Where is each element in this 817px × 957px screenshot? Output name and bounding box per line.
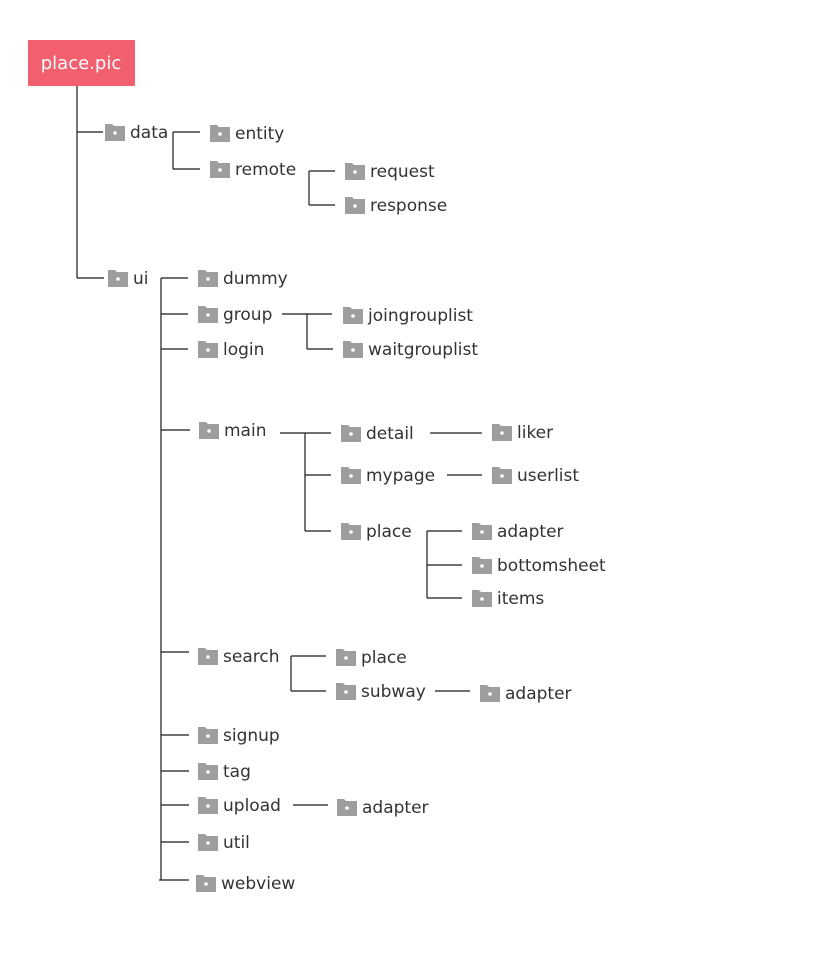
- folder-node-response: response: [345, 196, 447, 216]
- folder-icon: [343, 307, 363, 324]
- folder-node-waitgrouplist: waitgrouplist: [343, 340, 478, 360]
- folder-label: place: [361, 648, 407, 668]
- folder-label: mypage: [366, 466, 435, 486]
- folder-node-request: request: [345, 162, 435, 182]
- folder-icon: [341, 425, 361, 442]
- folder-icon: [210, 125, 230, 142]
- folder-label: adapter: [362, 798, 429, 818]
- tree-connector-lines: [76, 86, 482, 881]
- folder-label: adapter: [497, 522, 564, 542]
- folder-node-place-search: place: [336, 648, 407, 668]
- folder-icon: [199, 422, 219, 439]
- folder-icon: [345, 197, 365, 214]
- folder-icon: [210, 161, 230, 178]
- folder-node-subway: subway: [336, 682, 426, 702]
- folder-label: webview: [221, 874, 295, 894]
- folder-node-joingrouplist: joingrouplist: [343, 306, 473, 326]
- folder-node-mypage: mypage: [341, 466, 435, 486]
- folder-icon: [345, 163, 365, 180]
- folder-icon: [198, 341, 218, 358]
- folder-icon: [198, 727, 218, 744]
- folder-icon: [341, 467, 361, 484]
- folder-node-entity: entity: [210, 124, 284, 144]
- folder-node-place-main: place: [341, 522, 412, 542]
- folder-node-liker: liker: [492, 423, 553, 443]
- folder-node-detail: detail: [341, 424, 414, 444]
- folder-icon: [472, 590, 492, 607]
- folder-label: ui: [133, 269, 149, 289]
- folder-label: search: [223, 647, 279, 667]
- folder-node-dummy: dummy: [198, 269, 288, 289]
- folder-node-group: group: [198, 305, 272, 325]
- folder-node-adapter-upload: adapter: [337, 798, 429, 818]
- folder-label: waitgrouplist: [368, 340, 478, 360]
- folder-icon: [198, 797, 218, 814]
- folder-icon: [472, 523, 492, 540]
- folder-label: response: [370, 196, 447, 216]
- folder-node-main: main: [199, 421, 266, 441]
- folder-label: liker: [517, 423, 553, 443]
- folder-node-util: util: [198, 833, 250, 853]
- folder-label: joingrouplist: [367, 306, 473, 326]
- folder-nodes: data entity remote request response ui dummy gr…: [105, 123, 606, 894]
- folder-label: adapter: [505, 684, 572, 704]
- folder-label: dummy: [223, 269, 288, 289]
- folder-label: items: [497, 589, 544, 609]
- folder-icon: [480, 685, 500, 702]
- root-node: place.pic: [28, 40, 135, 86]
- folder-icon: [198, 270, 218, 287]
- folder-icon: [336, 649, 356, 666]
- folder-label: login: [223, 340, 264, 360]
- folder-icon: [108, 270, 128, 287]
- folder-node-login: login: [198, 340, 264, 360]
- folder-label: detail: [366, 424, 414, 444]
- folder-icon: [336, 683, 356, 700]
- folder-label: signup: [223, 726, 280, 746]
- folder-icon: [337, 799, 357, 816]
- folder-node-items: items: [472, 589, 544, 609]
- folder-icon: [196, 875, 216, 892]
- folder-icon: [492, 467, 512, 484]
- root-label: place.pic: [41, 53, 121, 74]
- folder-node-userlist: userlist: [492, 466, 579, 486]
- folder-node-adapter-subway: adapter: [480, 684, 572, 704]
- folder-node-search: search: [198, 647, 279, 667]
- folder-node-data: data: [105, 123, 168, 143]
- root-box: [28, 40, 135, 86]
- folder-label: userlist: [517, 466, 579, 486]
- folder-node-bottomsheet: bottomsheet: [472, 556, 606, 576]
- folder-node-adapter-place: adapter: [472, 522, 564, 542]
- folder-label: bottomsheet: [497, 556, 606, 576]
- folder-icon: [472, 557, 492, 574]
- folder-node-upload: upload: [198, 796, 281, 816]
- folder-label: entity: [235, 124, 284, 144]
- folder-node-remote: remote: [210, 160, 296, 180]
- folder-label: main: [224, 421, 266, 441]
- folder-label: util: [223, 833, 250, 853]
- folder-icon: [105, 124, 125, 141]
- folder-icon: [341, 523, 361, 540]
- folder-label: request: [370, 162, 435, 182]
- folder-icon: [492, 424, 512, 441]
- folder-node-webview: webview: [196, 874, 295, 894]
- folder-label: remote: [235, 160, 296, 180]
- folder-label: tag: [223, 762, 251, 782]
- folder-node-ui: ui: [108, 269, 149, 289]
- folder-icon: [198, 648, 218, 665]
- folder-node-tag: tag: [198, 762, 251, 782]
- folder-icon: [198, 834, 218, 851]
- folder-icon: [198, 306, 218, 323]
- folder-icon: [198, 763, 218, 780]
- folder-label: subway: [361, 682, 426, 702]
- folder-label: place: [366, 522, 412, 542]
- folder-node-signup: signup: [198, 726, 280, 746]
- folder-label: data: [130, 123, 168, 143]
- folder-label: group: [223, 305, 272, 325]
- folder-label: upload: [223, 796, 281, 816]
- folder-icon: [343, 341, 363, 358]
